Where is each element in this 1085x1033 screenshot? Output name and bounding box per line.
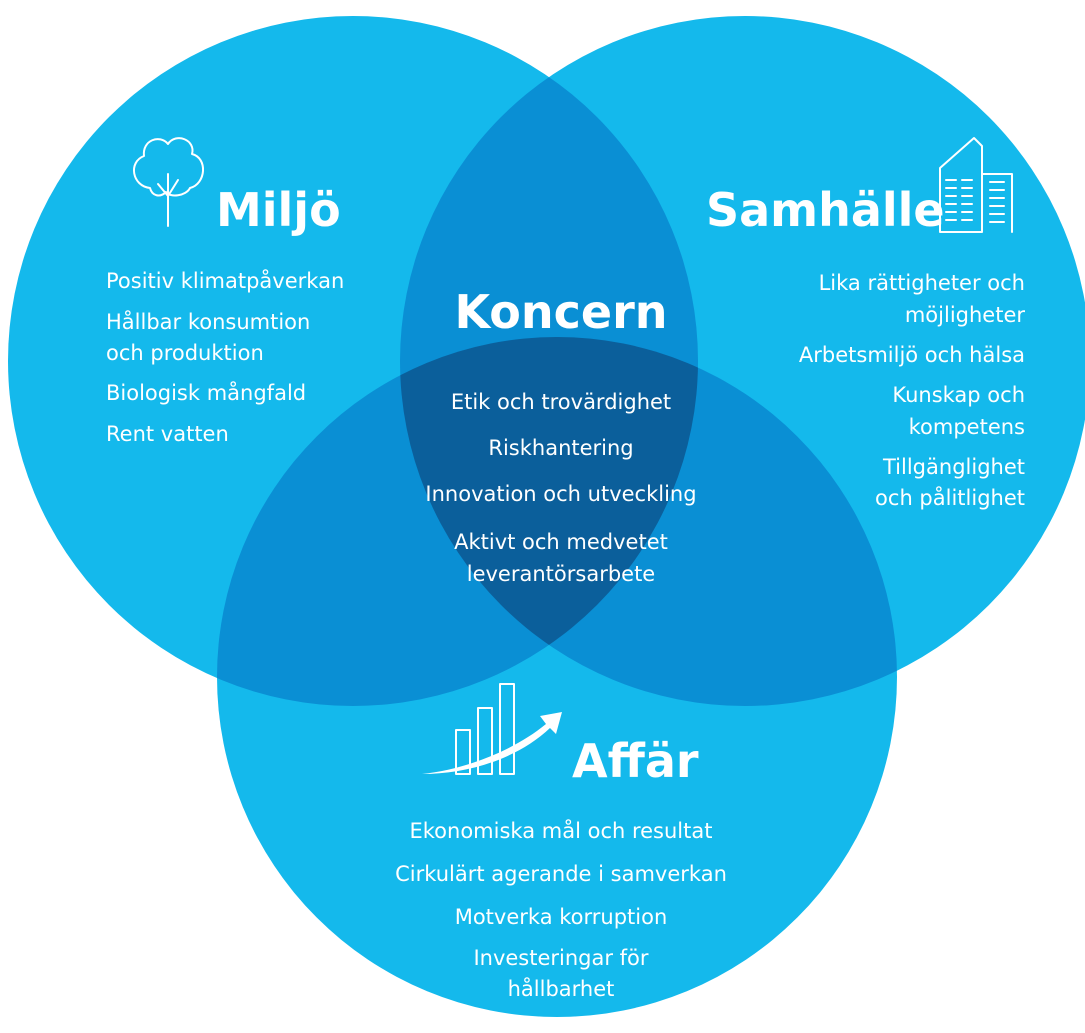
samhalle-items: Lika rättigheter och möjligheter Arbetsm… (799, 271, 1025, 510)
miljo-item: Positiv klimatpåverkan (106, 268, 344, 293)
koncern-item: Riskhantering (488, 436, 633, 460)
koncern-item: leverantörsarbete (467, 562, 655, 586)
koncern-item: Etik och trovärdighet (451, 390, 671, 414)
samhalle-item: möjligheter (905, 303, 1026, 327)
miljo-title: Miljö (216, 183, 341, 237)
samhalle-item: Tillgänglighet (882, 455, 1025, 479)
koncern-items: Etik och trovärdighet Riskhantering Inno… (425, 390, 696, 586)
koncern-item: Innovation och utveckling (425, 482, 696, 506)
samhalle-item: Arbetsmiljö och hälsa (799, 343, 1025, 367)
miljo-item: och produktion (106, 341, 264, 365)
miljo-item: Hållbar konsumtion (106, 309, 310, 334)
samhalle-item: kompetens (909, 415, 1025, 439)
affar-items: Ekonomiska mål och resultat Cirkulärt ag… (395, 818, 727, 1001)
miljo-item: Rent vatten (106, 422, 229, 446)
affar-item: Cirkulärt agerande i samverkan (395, 862, 727, 886)
samhalle-item: Lika rättigheter och (819, 271, 1025, 295)
miljo-item: Biologisk mångfald (106, 380, 306, 405)
growth-chart-icon (422, 683, 562, 775)
samhalle-title: Samhälle (706, 183, 945, 237)
samhalle-item: Kunskap och (892, 383, 1025, 407)
affar-item: Ekonomiska mål och resultat (410, 818, 713, 843)
miljo-items: Positiv klimatpåverkan Hållbar konsumtio… (106, 268, 344, 446)
tree-icon (133, 137, 204, 227)
samhalle-item: och pålitlighet (875, 485, 1025, 510)
affar-item: Investeringar för (473, 946, 648, 970)
affar-title: Affär (572, 734, 699, 788)
building-icon (939, 137, 1013, 233)
affar-item: hållbarhet (508, 976, 615, 1001)
koncern-item: Aktivt och medvetet (454, 530, 668, 554)
koncern-title: Koncern (454, 285, 667, 339)
affar-item: Motverka korruption (455, 905, 668, 929)
